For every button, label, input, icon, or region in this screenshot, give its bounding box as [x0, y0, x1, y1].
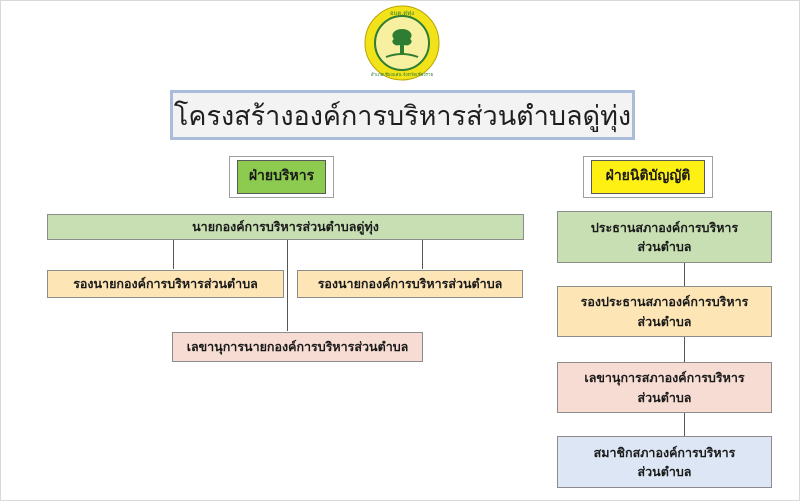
- executive-branch-header: ฝ่ายบริหาร: [237, 160, 326, 194]
- page-title: โครงสร้างองค์การบริหารส่วนตำบลดู่ทุ่ง: [170, 90, 635, 140]
- council-secretary-line-2: ส่วนตำบล: [637, 389, 692, 405]
- connector-line: [422, 239, 423, 269]
- council-chair-line-1: ประธานสภาองค์การบริหาร: [590, 219, 739, 235]
- council-member-box: สมาชิกสภาองค์การบริหาร ส่วนตำบล: [557, 436, 772, 488]
- deputy-mayor-right-box: รองนายกองค์การบริหารส่วนตำบล: [297, 270, 523, 298]
- council-vice-chair-line-1: รองประธานสภาองค์การบริหาร: [580, 294, 749, 310]
- legislative-branch-header: ฝ่ายนิติบัญญัติ: [591, 160, 705, 194]
- mayor-secretary-box: เลขานุการนายกองค์การบริหารส่วนตำบล: [172, 332, 423, 362]
- council-chair-line-2: ส่วนตำบล: [637, 239, 692, 254]
- deputy-mayor-right-label: รองนายกองค์การบริหารส่วนตำบล: [317, 276, 503, 292]
- mayor-box: นายกองค์การบริหารส่วนตำบลดู่ทุ่ง: [47, 214, 524, 240]
- connector-line: [684, 336, 685, 362]
- svg-text:อำเภอเชียงแสน จังหวัดเชียงราย: อำเภอเชียงแสน จังหวัดเชียงราย: [371, 71, 434, 78]
- council-chair-box: ประธานสภาองค์การบริหาร ส่วนตำบล: [557, 211, 772, 263]
- council-vice-chair-box: รองประธานสภาองค์การบริหาร ส่วนตำบล: [557, 286, 772, 337]
- connector-line: [173, 239, 174, 269]
- mayor-label: นายกองค์การบริหารส่วนตำบลดู่ทุ่ง: [192, 219, 379, 235]
- mayor-secretary-label: เลขานุการนายกองค์การบริหารส่วนตำบล: [186, 339, 409, 355]
- deputy-mayor-left-box: รองนายกองค์การบริหารส่วนตำบล: [47, 270, 284, 298]
- organization-seal-logo: อบต.ดู่ทุ่ง อำเภอเชียงแสน จังหวัดเชียงรา…: [364, 5, 440, 81]
- council-member-line-1: สมาชิกสภาองค์การบริหาร: [593, 444, 736, 460]
- council-vice-chair-line-2: ส่วนตำบล: [637, 313, 692, 329]
- council-secretary-box: เลขานุการสภาองค์การบริหาร ส่วนตำบล: [557, 362, 772, 413]
- deputy-mayor-left-label: รองนายกองค์การบริหารส่วนตำบล: [73, 276, 258, 292]
- council-secretary-line-1: เลขานุการสภาองค์การบริหาร: [584, 370, 745, 386]
- connector-line: [684, 412, 685, 436]
- council-member-line-2: ส่วนตำบล: [637, 464, 692, 479]
- connector-line: [287, 239, 288, 331]
- svg-text:อบต.ดู่ทุ่ง: อบต.ดู่ทุ่ง: [390, 10, 414, 17]
- connector-line: [684, 262, 685, 286]
